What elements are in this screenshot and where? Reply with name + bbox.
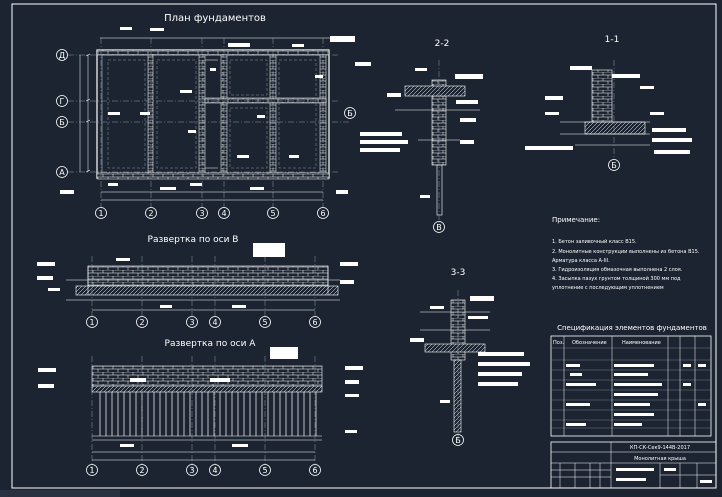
plan-wall-row-d bbox=[96, 49, 330, 56]
section-3-3-title: 3-3 bbox=[451, 268, 466, 278]
spec-header-designation: Обозначение bbox=[572, 340, 607, 346]
razv-a-piles bbox=[99, 392, 317, 436]
section-3-3: 3-3 Б bbox=[410, 268, 530, 446]
plan-row-marker-a: А bbox=[59, 168, 65, 177]
note-6: уплотнение с последующим уплотнением bbox=[552, 285, 664, 291]
plan-wall-col-6 bbox=[319, 49, 327, 179]
spec-title: Спецификация элементов фундаментов bbox=[557, 324, 707, 332]
note-4: 3. Гидроизоляция обмазочная выполнена 2 … bbox=[552, 267, 683, 273]
razv-b-marker-4: 4 bbox=[212, 318, 217, 327]
note-5: 4. Засыпка пазух грунтом толщиной 300 мм… bbox=[552, 275, 681, 282]
razv-a-marker-1: 1 bbox=[89, 466, 94, 475]
razv-b-marker-5: 5 bbox=[262, 318, 267, 327]
plan-row-marker-d: Д bbox=[59, 51, 65, 60]
plan-col-marker-1: 1 bbox=[98, 209, 103, 218]
section-1-1-title: 1-1 bbox=[605, 35, 620, 45]
razv-b-axis-markers: 1 2 3 4 5 6 bbox=[86, 316, 321, 328]
elevation-axis-a: Развертка по оси А 1 2 3 4 5 6 bbox=[38, 339, 363, 476]
section-2-2-marker: В bbox=[436, 223, 442, 232]
razv-a-marker-6: 6 bbox=[312, 466, 317, 475]
section-3-3-marker: Б bbox=[455, 436, 461, 445]
razv-a-marker-5: 5 bbox=[262, 466, 267, 475]
razv-b-title: Развертка по оси В bbox=[148, 235, 239, 245]
section-1-1-marker: Б bbox=[611, 161, 617, 170]
sheet-frame bbox=[11, 3, 717, 489]
note-2: 2. Монолитные конструкции выполнены из б… bbox=[552, 249, 700, 255]
plan-col-marker-3: 3 bbox=[199, 209, 204, 218]
bottom-text-strip bbox=[0, 490, 120, 497]
razv-a-title: Развертка по оси А bbox=[165, 339, 257, 349]
plan-col-marker-4: 4 bbox=[221, 209, 226, 218]
razv-b-marker-1: 1 bbox=[89, 318, 94, 327]
note-1: 1. Бетон заливочный класс В15. bbox=[552, 238, 637, 245]
spec-header-pos: Поз. bbox=[553, 340, 564, 346]
foundation-plan: План фундаментов Д Г Б А bbox=[56, 13, 356, 219]
title-stamp: КП-СК-Сек9-144В-2017 Монолитная крыша bbox=[550, 441, 717, 489]
section-1-1: 1-1 Б bbox=[525, 35, 692, 171]
plan-right-marker: Б bbox=[347, 109, 353, 118]
plan-wall-col-3 bbox=[198, 49, 206, 179]
section-2-2: 2-2 В bbox=[355, 39, 483, 233]
elevation-axis-b: Развертка по оси В 1 2 3 4 5 6 bbox=[37, 235, 358, 328]
plan-col-marker-5: 5 bbox=[270, 209, 275, 218]
spec-table: Спецификация элементов фундаментов Поз. … bbox=[550, 324, 712, 437]
plan-col-markers: 1 2 3 4 5 6 bbox=[95, 207, 329, 219]
section-2-2-title: 2-2 bbox=[435, 39, 450, 49]
plan-row-marker-g: Г bbox=[60, 97, 65, 106]
plan-row-marker-b: Б bbox=[59, 118, 65, 127]
plan-col-marker-6: 6 bbox=[320, 209, 325, 218]
plan-wall-row-a bbox=[96, 172, 330, 180]
stamp-name: Монолитная крыша bbox=[634, 456, 686, 462]
note-3: Арматура класса A-III. bbox=[552, 258, 610, 264]
stamp-code: КП-СК-Сек9-144В-2017 bbox=[630, 445, 690, 451]
razv-a-axis-markers: 1 2 3 4 5 6 bbox=[86, 464, 321, 476]
plan-row-markers: Д Г Б А Б bbox=[56, 49, 356, 178]
plan-label-tags bbox=[60, 27, 355, 194]
notes-block: Примечание: 1. Бетон заливочный класс В1… bbox=[552, 216, 700, 291]
plan-title: План фундаментов bbox=[164, 13, 266, 24]
razv-b-marker-3: 3 bbox=[189, 318, 194, 327]
razv-a-marker-4: 4 bbox=[212, 466, 217, 475]
razv-b-marker-2: 2 bbox=[139, 318, 144, 327]
razv-a-marker-2: 2 bbox=[139, 466, 144, 475]
razv-b-marker-6: 6 bbox=[312, 318, 317, 327]
razv-a-marker-3: 3 bbox=[189, 466, 194, 475]
plan-wall-row-g bbox=[204, 97, 327, 104]
plan-col-marker-2: 2 bbox=[148, 209, 153, 218]
notes-title: Примечание: bbox=[552, 216, 600, 224]
spec-header-name: Наименование bbox=[622, 340, 661, 346]
plan-wall-col-4 bbox=[220, 49, 228, 179]
